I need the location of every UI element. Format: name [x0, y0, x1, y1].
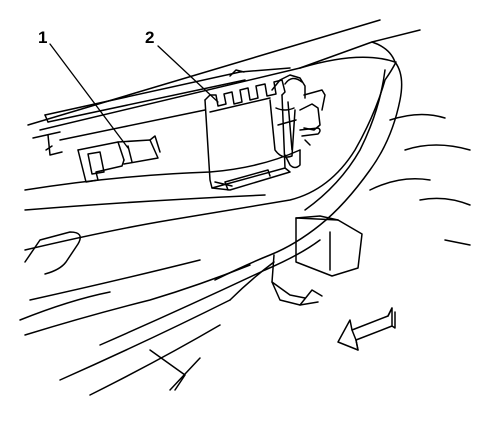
- dash-top-panel: [27, 19, 421, 139]
- retaining-rail: [44, 67, 291, 156]
- connector-clip: [77, 135, 161, 183]
- lower-bracket: [229, 215, 363, 306]
- leader-line-1: [49, 43, 129, 149]
- callout-label-2: 2: [145, 28, 155, 47]
- right-bezel: [214, 41, 471, 281]
- leader-line-2: [157, 45, 219, 103]
- panel-contours: [19, 61, 397, 396]
- callout-label-1: 1: [38, 28, 48, 47]
- leader-lines: [49, 43, 219, 149]
- direction-arrow: [337, 307, 396, 351]
- electronic-module: [204, 74, 326, 191]
